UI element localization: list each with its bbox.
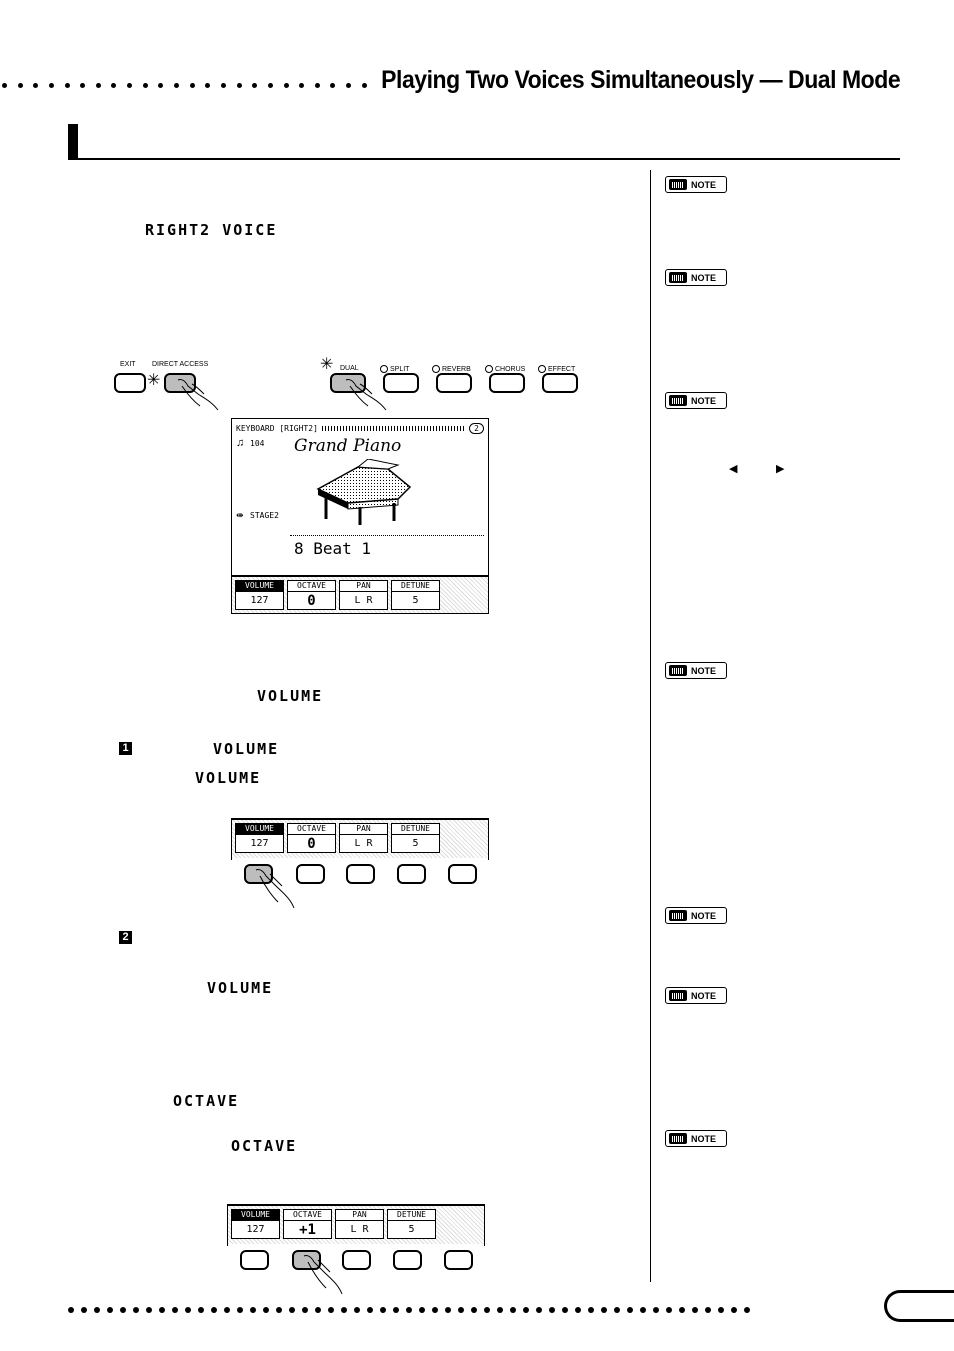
note-badge: NOTE: [665, 662, 727, 679]
effect-led-icon: [538, 365, 546, 373]
grand-piano-icon: [316, 459, 412, 525]
note-icon: [669, 395, 687, 406]
lcd-screen: KEYBOARD [RIGHT2] 2 ♫ 104 Grand Piano ⇼ …: [231, 418, 489, 614]
note-badge: NOTE: [665, 176, 727, 193]
lcd-button-1[interactable]: [240, 1250, 269, 1270]
effect-label: EFFECT: [538, 365, 575, 373]
sidebar-divider: [650, 170, 651, 1282]
arrow-left-icon: ◀: [729, 463, 738, 475]
lcd-voice-name: Grand Piano: [294, 436, 402, 456]
lcd-button-5[interactable]: [448, 864, 477, 884]
exit-button[interactable]: [114, 373, 146, 393]
lcd-style: 8 Beat 1: [294, 539, 372, 558]
note-badge: NOTE: [665, 987, 727, 1004]
lcd-button-4[interactable]: [397, 864, 426, 884]
note-icon: [669, 665, 687, 676]
lcd-button-5[interactable]: [444, 1250, 473, 1270]
lcd-button-2[interactable]: [292, 1250, 321, 1270]
pressing-hand-icon: [177, 379, 219, 411]
dual-label: DUAL: [340, 365, 359, 372]
led-burst-icon: ✳: [320, 356, 334, 373]
split-led-icon: [380, 365, 388, 373]
section-heading-bar: [68, 124, 78, 160]
volume-step-label: VOLUME: [213, 740, 280, 758]
reverb-button[interactable]: [436, 373, 472, 393]
step-number-2: 2: [119, 931, 132, 944]
split-button[interactable]: [383, 373, 419, 393]
lcd-stage: STAGE2: [250, 511, 279, 520]
octave-label-2: OCTAVE: [231, 1137, 298, 1155]
chorus-label: CHORUS: [485, 365, 525, 373]
exit-label: EXIT: [120, 361, 136, 368]
lcd-button-4[interactable]: [393, 1250, 422, 1270]
pressing-hand-icon: [345, 379, 387, 411]
volume-label-1: VOLUME: [257, 687, 324, 705]
footer-square-leader: [68, 1307, 750, 1313]
page-title: Playing Two Voices Simultaneously — Dual…: [380, 66, 901, 94]
volume-label-3: VOLUME: [207, 979, 274, 997]
stage-icon: ⇼: [236, 510, 244, 520]
note-badge: NOTE: [665, 1130, 727, 1147]
lcd-header: KEYBOARD [RIGHT2] 2: [236, 422, 484, 434]
lcd-button-2[interactable]: [296, 864, 325, 884]
arrow-right-icon: ▶: [776, 463, 785, 475]
dual-button[interactable]: [330, 373, 366, 393]
page-number-tab: [884, 1290, 954, 1322]
split-label: SPLIT: [380, 365, 409, 373]
lcd-page-number: 2: [469, 422, 484, 434]
header-dot-leader: [2, 83, 367, 88]
tab-octave[interactable]: OCTAVE+1: [283, 1209, 332, 1239]
note-icon: [669, 272, 687, 283]
note-icon: [669, 910, 687, 921]
reverb-label: REVERB: [432, 365, 471, 373]
lcd-button-3[interactable]: [346, 864, 375, 884]
note-icon: [669, 179, 687, 190]
note-badge: NOTE: [665, 907, 727, 924]
lcd-button-3[interactable]: [342, 1250, 371, 1270]
note-icon: [669, 990, 687, 1001]
pressing-hand-icon: [303, 1255, 343, 1295]
lcd-divider: [290, 535, 484, 536]
volume-label-2: VOLUME: [195, 769, 262, 787]
note-icon: [669, 1133, 687, 1144]
octave-label-1: OCTAVE: [173, 1092, 240, 1110]
direct-access-button[interactable]: [164, 373, 196, 393]
lcd-button-1[interactable]: [244, 864, 273, 884]
led-burst-icon: ✳: [147, 372, 161, 389]
note-badge: NOTE: [665, 392, 727, 409]
step-number-1: 1: [119, 742, 132, 755]
lcd-header-pattern: [321, 425, 466, 431]
effect-button[interactable]: [542, 373, 578, 393]
right2-voice-label: RIGHT2 VOICE: [145, 221, 278, 239]
note-badge: NOTE: [665, 269, 727, 286]
direct-access-label: DIRECT ACCESS: [152, 361, 209, 368]
metronome-icon: ♫: [236, 437, 245, 449]
chorus-button[interactable]: [489, 373, 525, 393]
pressing-hand-icon: [255, 869, 295, 909]
section-heading-rule: [68, 158, 900, 160]
chorus-led-icon: [485, 365, 493, 373]
lcd-tempo: 104: [250, 439, 265, 448]
reverb-led-icon: [432, 365, 440, 373]
